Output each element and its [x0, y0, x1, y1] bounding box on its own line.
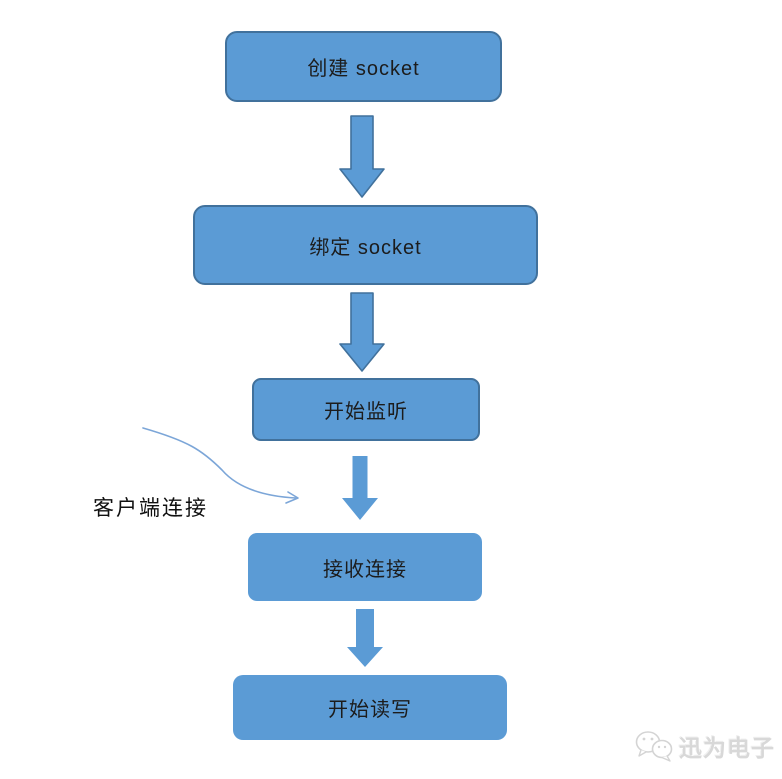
down-arrow-icon [347, 609, 383, 667]
flow-step-create-socket: 创建 socket [225, 31, 502, 102]
down-arrow-icon [339, 292, 385, 372]
flow-step-start-listen: 开始监听 [252, 378, 480, 441]
annotation-client-connect: 客户端连接 [93, 497, 208, 520]
down-arrow-icon [339, 115, 385, 198]
flow-step-label: 开始监听 [324, 401, 408, 423]
curved-arrow-icon [142, 427, 299, 504]
flow-step-read-write: 开始读写 [233, 675, 507, 740]
wechat-icon [635, 731, 673, 762]
flow-step-label: 绑定 socket [309, 236, 422, 259]
flow-step-label: 接收连接 [323, 558, 407, 581]
watermark: 迅为电子 [634, 729, 775, 763]
flow-step-accept-connection: 接收连接 [248, 533, 482, 601]
down-arrow-icon [342, 456, 378, 520]
flow-step-bind-socket: 绑定 socket [193, 205, 538, 285]
flow-step-label: 开始读写 [328, 699, 412, 721]
flow-step-label: 创建 socket [307, 58, 420, 80]
watermark-text: 迅为电子 [679, 735, 775, 761]
